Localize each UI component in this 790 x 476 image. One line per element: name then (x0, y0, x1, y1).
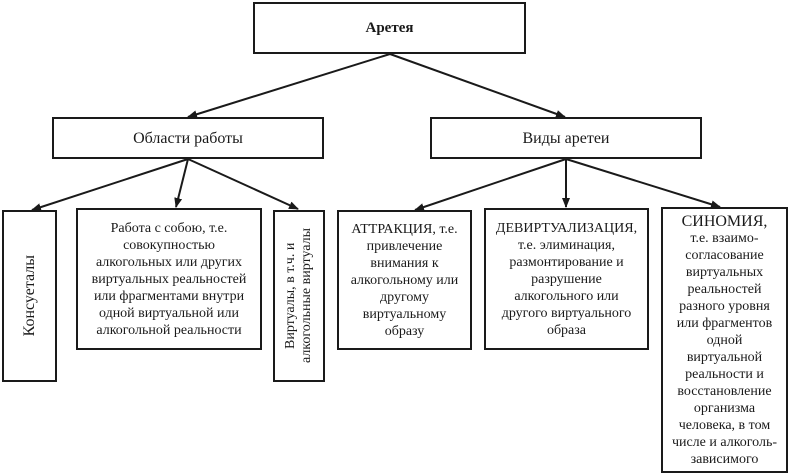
text-line: совокупностью (123, 237, 215, 253)
text-line: привлечение (366, 238, 443, 254)
text-line: т.е. элиминация, (517, 237, 615, 253)
text-line: АТТРАКЦИЯ, т.е. (351, 221, 458, 237)
text-line: или фрагментов (676, 315, 773, 331)
text-line: или фрагментами внутри (93, 288, 245, 304)
text-line: виртуальных реальностей (91, 271, 247, 287)
leaf-sinomiya: СИНОМИЯ, т.е. взаимо- согласование вирту… (661, 207, 788, 473)
text-line: числе и алкоголь- (671, 434, 778, 450)
leaf-virtualy-text: Виртуалы, в т.ч. и алкогольные виртуалы (283, 228, 315, 363)
arrow-root-to-right (389, 53, 566, 118)
leaf-attraction: АТТРАКЦИЯ, т.е. привлечение внимания к а… (337, 210, 472, 350)
text-line: виртуальному (362, 306, 447, 322)
branch-work-areas-label: Области работы (133, 129, 243, 147)
text-line: восстановление (677, 383, 772, 399)
text-line: алкогольной реальности (96, 322, 242, 338)
arrow-right-to-sinomiya (565, 158, 721, 209)
leaf-sinomiya-text: СИНОМИЯ, т.е. взаимо- согласование вирту… (672, 213, 777, 468)
leaf-consuetaly-label: Консуеталы (20, 255, 38, 337)
text-line: разного уровня (679, 298, 770, 314)
leaf-devirtualization-text: ДЕВИРТУАЛИЗАЦИЯ, т.е. элиминация, размон… (496, 220, 637, 339)
text-line: реальностей (687, 281, 762, 297)
leaf-virtualy: Виртуалы, в т.ч. и алкогольные виртуалы (273, 210, 325, 382)
text-line: т.е. взаимо- (690, 230, 759, 246)
leaf-attraction-text: АТТРАКЦИЯ, т.е. привлечение внимания к а… (351, 221, 459, 340)
text-line: алкогольных или других (95, 254, 243, 270)
text-line: образа (546, 322, 587, 338)
arrow-root-to-left (187, 53, 391, 119)
text-line: зависимого (690, 451, 759, 467)
text-line: человека, в том (678, 417, 771, 433)
text-line: алкогольного или (514, 288, 619, 304)
branch-areteia-types: Виды аретеи (430, 117, 702, 159)
text-line: размонтирование и (509, 254, 624, 270)
leaf-self-work: Работа с собою, т.е. совокупностью алког… (76, 208, 262, 350)
text-line: виртуальных (685, 264, 764, 280)
leaf-devirtualization: ДЕВИРТУАЛИЗАЦИЯ, т.е. элиминация, размон… (484, 208, 649, 350)
leaf-consuetaly: Консуеталы (2, 210, 57, 382)
text-line: одной (706, 332, 743, 348)
branch-areteia-types-label: Виды аретеи (522, 129, 610, 147)
text-line: алкогольному или (350, 272, 459, 288)
arrow-left-to-virtualy (187, 158, 299, 210)
text-line: Работа с собою, т.е. (110, 220, 228, 236)
text-line: Виртуалы, в т.ч. и (283, 242, 298, 350)
text-line: разрушение (531, 271, 602, 287)
text-line: образу (384, 323, 425, 339)
text-line: другого виртуального (501, 305, 632, 321)
text-line: организма (693, 400, 756, 416)
text-line: другому (380, 289, 429, 305)
text-line: одной виртуальной или (98, 305, 240, 321)
text-line: ДЕВИРТУАЛИЗАЦИЯ, (495, 220, 638, 236)
text-line: СИНОМИЯ, (681, 212, 768, 230)
root-label: Аретея (365, 19, 414, 36)
text-line: алкогольные виртуалы (299, 228, 314, 364)
root-node: Аретея (253, 2, 526, 54)
leaf-self-work-text: Работа с собою, т.е. совокупностью алког… (92, 220, 247, 339)
text-line: виртуальной (686, 349, 763, 365)
arrow-left-to-consuetaly (31, 158, 189, 212)
text-line: согласование (685, 247, 764, 263)
branch-work-areas: Области работы (52, 117, 324, 159)
text-line: реальности и (685, 366, 764, 382)
text-line: внимания к (370, 255, 439, 271)
arrow-left-to-self-work (174, 158, 189, 208)
arrow-right-to-attraction (414, 158, 567, 211)
